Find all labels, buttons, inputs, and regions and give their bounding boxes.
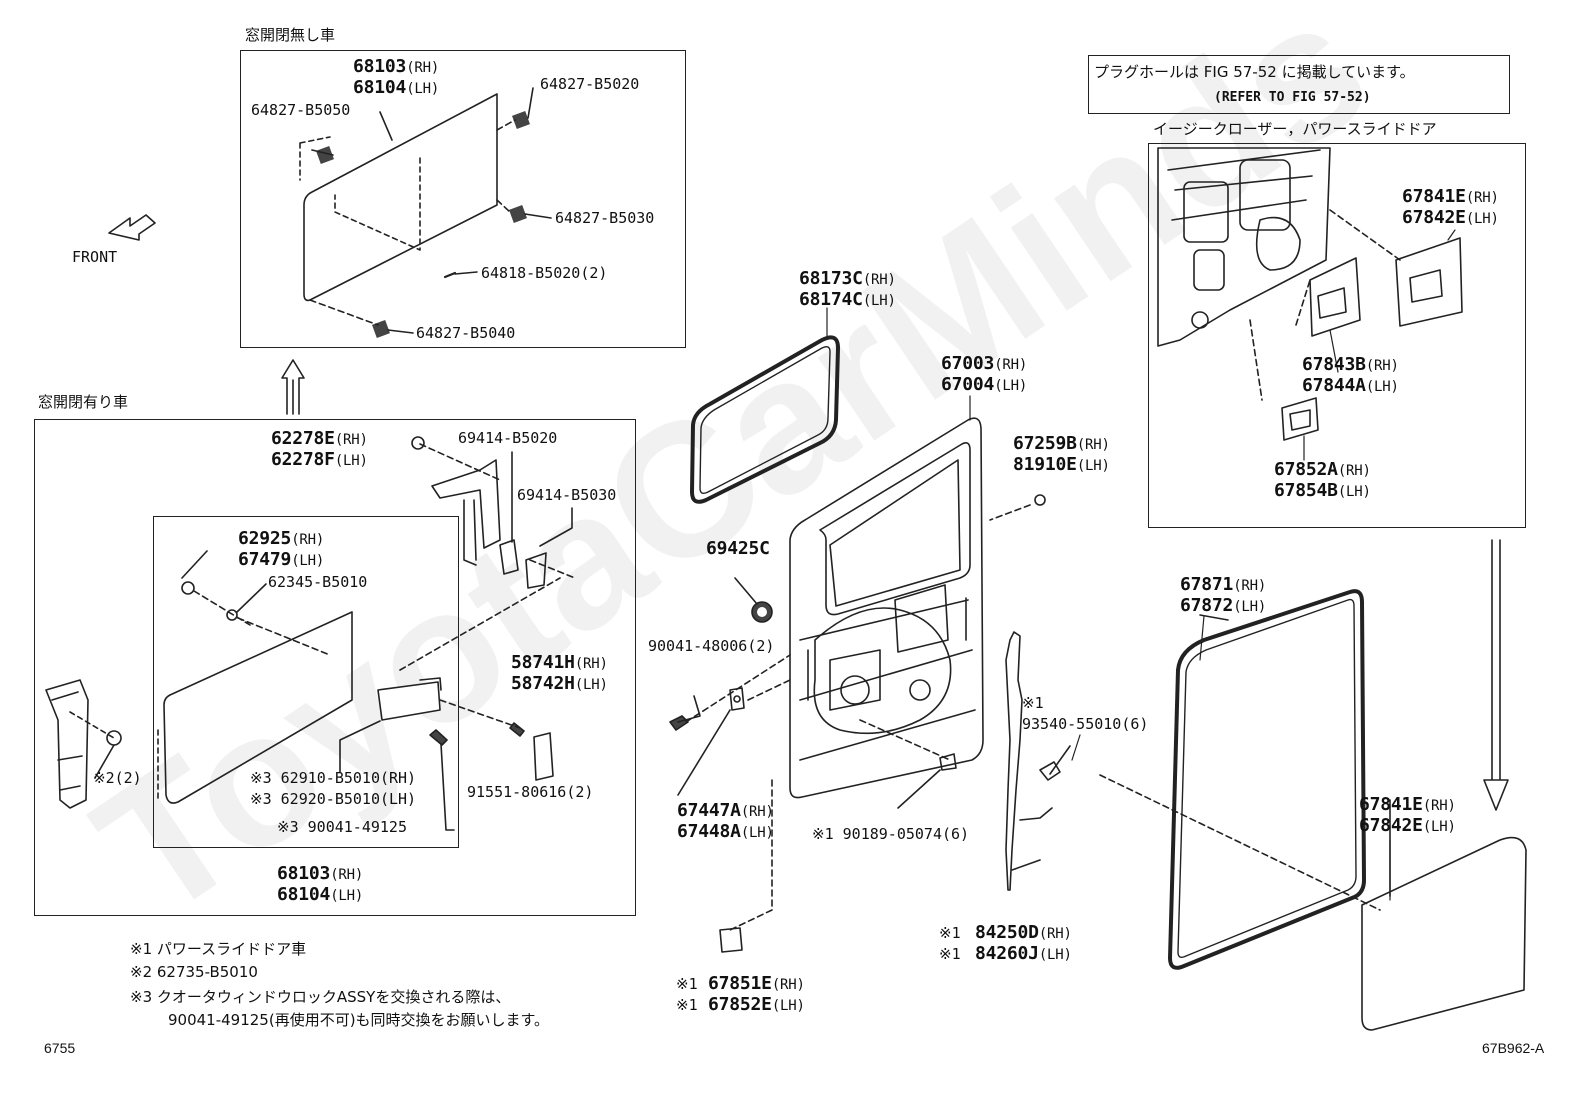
callout-67842e-top: 67842E(LH): [1402, 207, 1499, 228]
callout-67259b: 67259B(RH): [1013, 433, 1110, 454]
easy-closer-illustration: [1157, 147, 1463, 441]
callout-58742h: 58742H(LH): [511, 673, 608, 694]
callout-64818-b5020: 64818-B5020(2): [481, 264, 608, 282]
callout-67842e-bottom: 67842E(LH): [1359, 815, 1456, 836]
callout-67841e-bottom: 67841E(RH): [1359, 794, 1456, 815]
frame-window-open-inner: [153, 516, 459, 848]
front-label: FRONT: [72, 248, 118, 266]
callout-67841e-top: 67841E(RH): [1402, 186, 1499, 207]
footer-figure-number: 6755: [44, 1040, 76, 1056]
heading-no-window-open: 窓開閉無し車: [245, 26, 336, 44]
callout-62278f: 62278F(LH): [271, 449, 368, 470]
frame-easy-closer: [1148, 143, 1526, 528]
callout-90189-05074: ※1 90189-05074(6): [812, 825, 970, 843]
callout-90041-48006: 90041-48006(2): [648, 637, 775, 655]
frame-window-open: [34, 419, 636, 916]
door-weatherstrip: [1168, 589, 1366, 970]
window-weatherstrip: [690, 335, 840, 504]
callout-84260j: 84260J(LH): [975, 943, 1072, 964]
callout-67872: 67872(LH): [1180, 595, 1267, 616]
callout-mark-1-67851: ※1: [676, 975, 698, 993]
door-trim-panel: [1099, 774, 1527, 1031]
note-1: ※1 パワースライドドア車: [130, 940, 307, 958]
callout-68104-top: 68104(LH): [353, 77, 440, 98]
heading-window-open: 窓開閉有り車: [38, 393, 129, 411]
heading-easy-closer: イージークローザー，パワースライドドア: [1153, 120, 1437, 138]
callout-62910-b5010: ※3 62910-B5010(RH): [250, 769, 417, 787]
sliding-door-panel: [789, 417, 984, 799]
callout-mark-2: ※2(2): [93, 769, 142, 787]
callout-67851e: 67851E(RH): [708, 973, 805, 994]
callout-69414-b5030: 69414-B5030: [517, 486, 617, 504]
callout-67843b: 67843B(RH): [1302, 354, 1399, 375]
front-arrow: [108, 214, 156, 241]
power-slide-harness: [1005, 631, 1053, 891]
callout-mark-1-67852: ※1: [676, 996, 698, 1014]
refer-box: [1088, 55, 1510, 114]
callout-68104-bottom: 68104(LH): [277, 884, 364, 905]
callout-67854b: 67854B(LH): [1274, 480, 1371, 501]
callout-67852e: 67852E(LH): [708, 994, 805, 1015]
quarter-glass-top: [299, 87, 552, 338]
note-3-line-2: 90041-49125(再使用不可)も同時交換をお願いします。: [168, 1011, 550, 1029]
up-arrow: [281, 359, 305, 415]
callout-69425c: 69425C: [706, 538, 770, 559]
callout-90041-49125: ※3 90041-49125: [277, 818, 407, 836]
callout-mark-1-84250: ※1: [939, 924, 961, 942]
callout-67844a: 67844A(LH): [1302, 375, 1399, 396]
callout-84250d: 84250D(RH): [975, 922, 1072, 943]
callout-68173c: 68173C(RH): [799, 268, 896, 289]
callout-62278e: 62278E(RH): [271, 428, 368, 449]
callout-68174c: 68174C(LH): [799, 289, 896, 310]
callout-67479: 67479(LH): [238, 549, 325, 570]
callout-64827-b5050: 64827-B5050: [251, 101, 351, 119]
callout-mark-1-93540: ※1: [1022, 694, 1044, 712]
callout-91551-80616: 91551-80616(2): [467, 783, 594, 801]
callout-62345-b5010: 62345-B5010: [268, 573, 368, 591]
callout-mark-1-84260: ※1: [939, 945, 961, 963]
callout-58741h: 58741H(RH): [511, 652, 608, 673]
callout-64827-b5030: 64827-B5030: [555, 209, 655, 227]
callout-67004: 67004(LH): [941, 374, 1028, 395]
callout-62920-b5010: ※3 62920-B5010(LH): [250, 790, 417, 808]
callout-64827-b5020: 64827-B5020: [540, 75, 640, 93]
callout-69414-b5020: 69414-B5020: [458, 429, 558, 447]
callout-81910e: 81910E(LH): [1013, 454, 1110, 475]
callout-67448a: 67448A(LH): [677, 821, 774, 842]
callout-67871: 67871(RH): [1180, 574, 1267, 595]
frame-no-window-open: [240, 50, 686, 348]
leader-lines: [826, 229, 1456, 901]
callout-62925: 62925(RH): [238, 528, 325, 549]
callout-68103-bottom: 68103(RH): [277, 863, 364, 884]
callout-67003: 67003(RH): [941, 353, 1028, 374]
down-arrow: [1483, 539, 1509, 811]
refer-line-1: プラグホールは FIG 57-52 に掲載しています。: [1094, 63, 1415, 81]
callout-67852a: 67852A(RH): [1274, 459, 1371, 480]
callout-67447a: 67447A(RH): [677, 800, 774, 821]
footer-drawing-id: 67B962-A: [1482, 1040, 1545, 1056]
refer-line-2: (REFER TO FIG 57-52): [1214, 90, 1371, 105]
callout-93540-55010: 93540-55010(6): [1022, 715, 1149, 733]
door-fasteners: [669, 494, 1071, 953]
note-3-line-1: ※3 クオータウィンドウロックASSYを交換される際は、: [130, 988, 511, 1006]
callout-64827-b5040: 64827-B5040: [416, 324, 516, 342]
callout-68103-top: 68103(RH): [353, 56, 440, 77]
quarter-glass-lower: [45, 436, 576, 831]
note-2: ※2 62735-B5010: [130, 963, 258, 981]
